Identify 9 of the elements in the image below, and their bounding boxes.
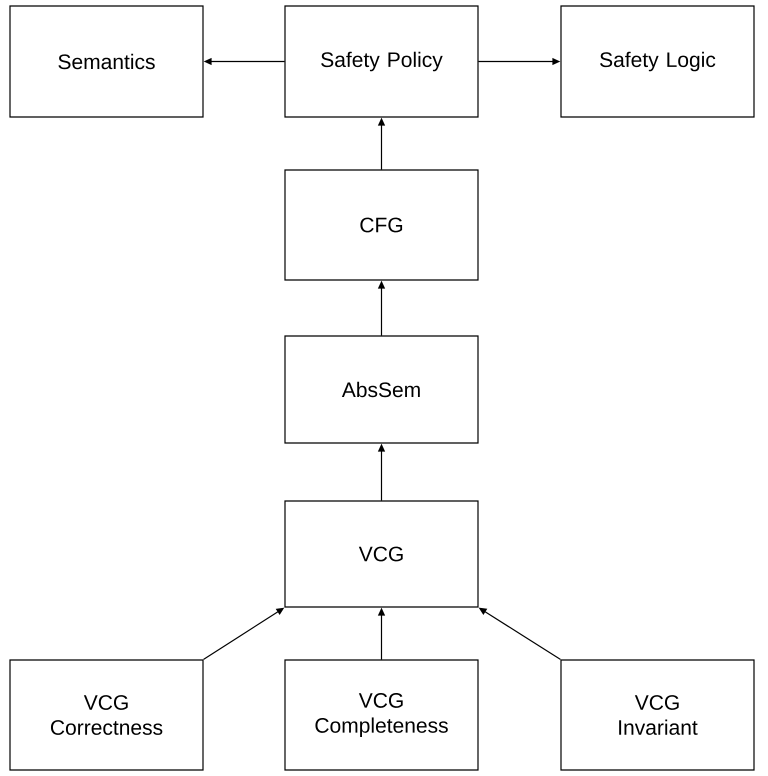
process-box: VCG (284, 500, 479, 608)
process-box: VCG Correctness (9, 659, 204, 771)
process-box: Semantics (9, 5, 204, 118)
process-box: Safety Logic (560, 5, 755, 118)
process-box: Safety Policy (284, 5, 479, 118)
process-box: VCG Invariant (560, 659, 755, 771)
process-box: VCG Completeness (284, 659, 479, 771)
process-box: CFG (284, 169, 479, 281)
process-box: AbsSem (284, 335, 479, 444)
